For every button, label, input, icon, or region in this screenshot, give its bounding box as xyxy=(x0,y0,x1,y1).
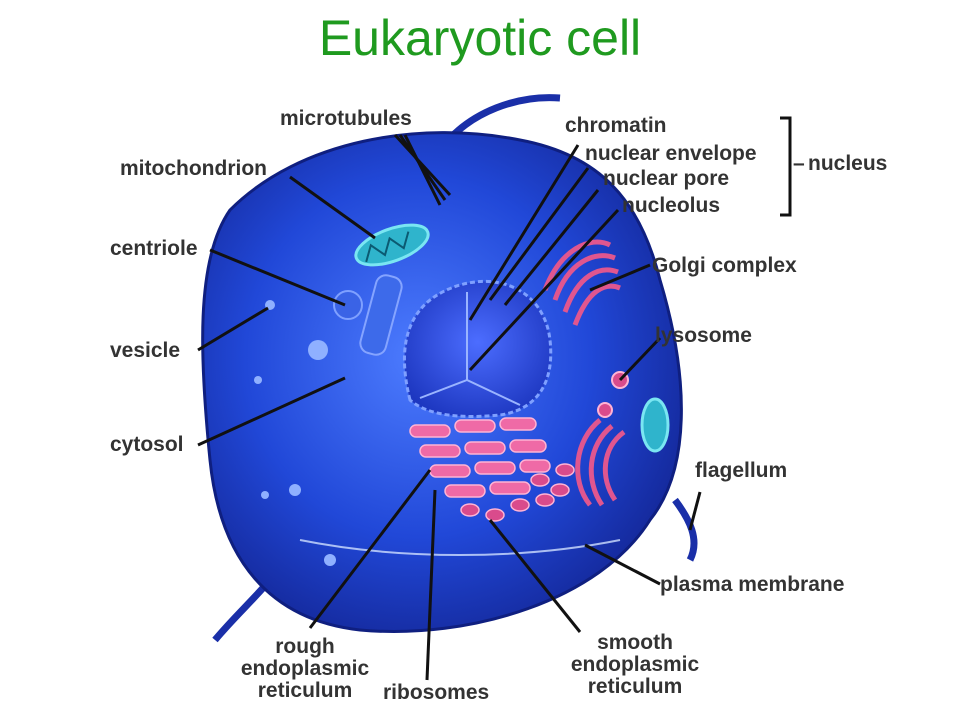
nucleus-shape xyxy=(402,279,553,418)
vesicle-dots xyxy=(254,300,336,566)
label-microtubules: microtubules xyxy=(280,107,412,130)
label-plasma-membrane: plasma membrane xyxy=(660,573,845,596)
mitochondrion-shape xyxy=(354,223,430,267)
label-golgi-complex: Golgi complex xyxy=(652,254,797,277)
diagram-title: Eukaryotic cell xyxy=(318,10,642,66)
mitochondrion-right-shape xyxy=(640,397,670,453)
label-smooth-er: smooth endoplasmic reticulum xyxy=(560,632,710,698)
label-rough-er-line3: reticulum xyxy=(257,679,353,702)
nucleus-bracket xyxy=(780,116,792,217)
leader-lines xyxy=(197,133,702,681)
label-smooth-er-line2: endoplasmic xyxy=(570,653,700,676)
label-rough-er-line2: endoplasmic xyxy=(240,657,370,680)
cylinder-shape xyxy=(359,274,403,356)
label-smooth-er-line1: smooth xyxy=(597,631,673,654)
label-nucleus-dash: – xyxy=(793,152,805,175)
flagellum-strand-right xyxy=(672,497,698,562)
label-rough-er-line1: rough xyxy=(275,635,335,658)
label-mitochondrion: mitochondrion xyxy=(120,157,267,180)
rough-er-shape xyxy=(409,417,551,498)
label-rough-er: rough endoplasmic reticulum xyxy=(235,636,375,702)
label-centriole: centriole xyxy=(110,237,198,260)
golgi-lower-shape xyxy=(575,418,626,507)
label-chromatin: chromatin xyxy=(565,114,667,137)
label-nuclear-envelope: nuclear envelope xyxy=(585,142,757,165)
label-ribosomes: ribosomes xyxy=(383,681,490,704)
plasma-membrane-edge xyxy=(299,539,621,556)
label-nuclear-pore: nuclear pore xyxy=(603,167,730,190)
label-nucleolus: nucleolus xyxy=(622,194,721,217)
label-smooth-er-line3: reticulum xyxy=(587,675,683,698)
label-nucleus: nucleus xyxy=(808,152,888,175)
centriole-shape xyxy=(333,290,363,320)
label-vesicle: vesicle xyxy=(110,339,181,362)
golgi-complex-shape xyxy=(542,239,621,326)
label-lysosome: lysosome xyxy=(655,324,752,347)
label-flagellum: flagellum xyxy=(695,459,788,482)
smooth-er-shape xyxy=(460,463,575,522)
label-cytosol: cytosol xyxy=(110,433,184,456)
